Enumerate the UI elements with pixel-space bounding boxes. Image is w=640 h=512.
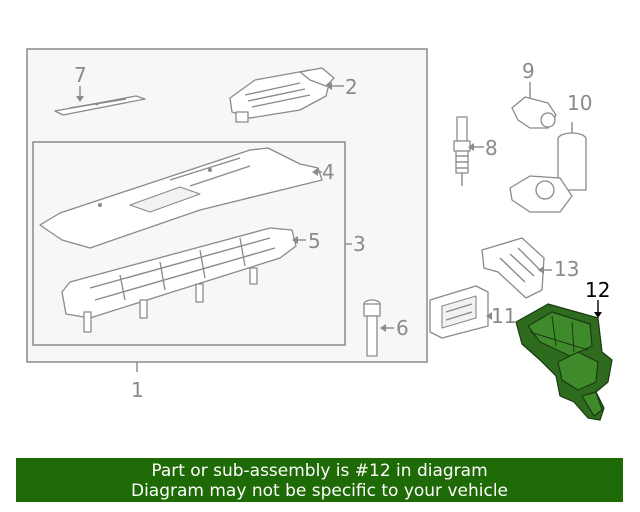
part-11-control-module <box>429 285 489 339</box>
part-7-label-plate <box>54 95 146 116</box>
callout-1: 1 <box>131 378 144 402</box>
info-banner: Part or sub-assembly is #12 in diagram D… <box>16 458 623 502</box>
callout-6: 6 <box>396 316 409 340</box>
callout-5: 5 <box>308 229 321 253</box>
part-10-valve-body <box>509 122 587 213</box>
banner-line-1: Part or sub-assembly is #12 in diagram <box>151 461 488 481</box>
callout-4: 4 <box>322 160 335 184</box>
callout-8: 8 <box>485 136 498 160</box>
callout-2: 2 <box>345 75 358 99</box>
part-6-stud <box>363 299 381 357</box>
callout-13: 13 <box>554 257 579 281</box>
callout-11: 11 <box>491 304 516 328</box>
part-2-coil-housing <box>229 67 335 123</box>
callout-7: 7 <box>74 63 87 87</box>
callout-9: 9 <box>522 59 535 83</box>
part-9-sensor <box>511 82 557 129</box>
callout-3: 3 <box>353 232 366 256</box>
leader-lines <box>76 82 602 372</box>
part-12-bracket-highlighted <box>515 303 613 421</box>
parts-diagram: 1 2 3 4 5 6 7 8 9 10 11 12 13 <box>26 48 613 421</box>
callout-10: 10 <box>567 91 592 115</box>
callout-12: 12 <box>585 278 610 302</box>
part-13-shield <box>481 237 545 299</box>
part-5-coil-rail <box>61 227 297 333</box>
part-8-spark-plug <box>453 116 471 186</box>
banner-line-2: Diagram may not be specific to your vehi… <box>130 481 508 501</box>
